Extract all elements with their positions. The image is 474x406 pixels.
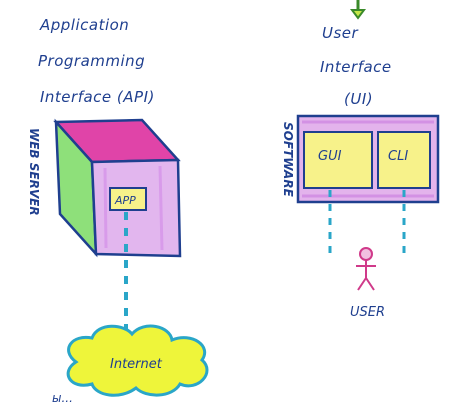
app-box-rect	[109, 187, 147, 211]
api-title-line-2: Programming	[38, 52, 145, 70]
app-label: APP	[114, 194, 136, 207]
web-server-label: WEB SERVER	[27, 128, 41, 216]
user-figure-icon	[356, 247, 376, 291]
app-box: APP	[109, 187, 147, 211]
user-label: USER	[350, 305, 385, 320]
software-label: SOFTWARE	[281, 122, 295, 198]
gui-label: GUI	[318, 149, 342, 164]
ui-title-line-2: Interface	[320, 58, 392, 76]
software-screen: GUI CLI	[296, 114, 440, 204]
ui-title-line-3: (UI)	[344, 90, 373, 108]
api-title-line-3: Interface (API)	[40, 88, 155, 106]
bottom-scribble: ы...	[52, 391, 73, 405]
gui-box	[303, 131, 373, 189]
internet-label: Internet	[110, 357, 163, 372]
arrow-head-icon	[350, 9, 366, 20]
cli-label: CLI	[388, 149, 408, 164]
internet-cloud: Internet	[66, 324, 209, 397]
api-title-line-1: Application	[39, 16, 129, 34]
top-arrow	[350, 0, 366, 20]
cli-box	[377, 131, 431, 189]
ui-title-line-1: User	[322, 24, 359, 42]
cloud-shape	[66, 324, 209, 397]
